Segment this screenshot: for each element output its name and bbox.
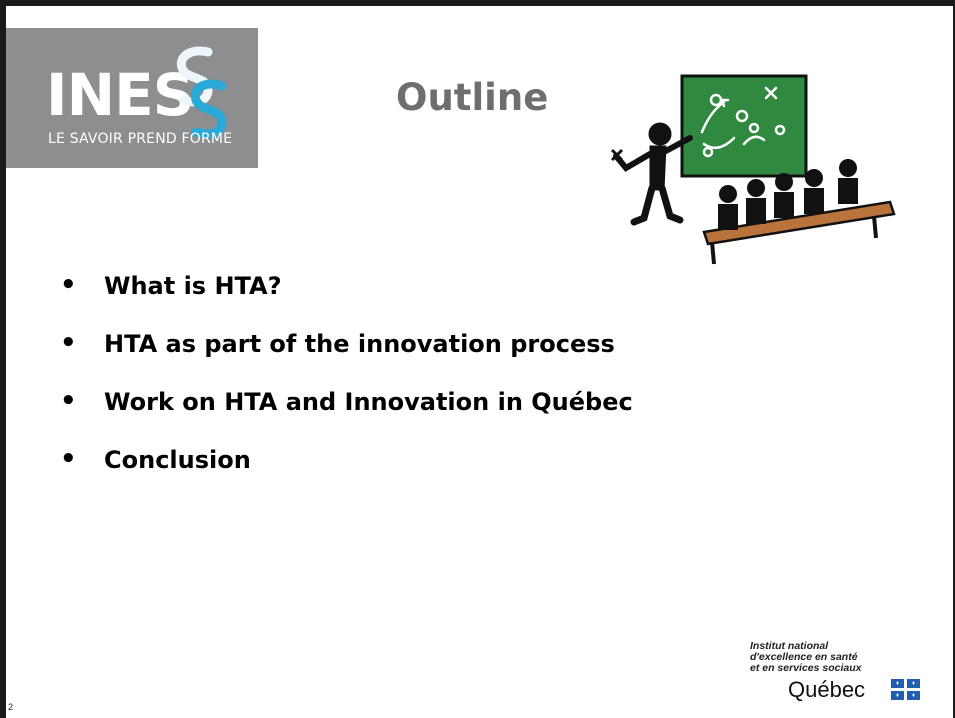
footer-line-2: d'excellence en santé [750,651,858,663]
slide-frame-top [0,0,955,6]
logo-wordmark: INES [46,61,195,129]
logo-ss-icon [176,46,227,139]
slide-frame-left [0,0,6,718]
classroom-teacher-chalkboard-icon [610,74,896,265]
quebec-flag-icon [891,679,920,700]
logo-tagline: LE SAVOIR PREND FORME [48,131,233,147]
inesss-logo: INES LE SAVOIR PREND FORME [6,28,258,168]
quebec-wordmark: Québec [788,677,866,702]
slide-title: Outline [396,76,549,119]
institut-quebec-logo: Institut national d'excellence en santé … [750,641,930,707]
footer-line-1: Institut national [750,640,829,652]
footer-line-3: et en services sociaux [750,662,862,674]
page-number: 2 [8,702,14,712]
slide-frame-right [953,0,955,718]
